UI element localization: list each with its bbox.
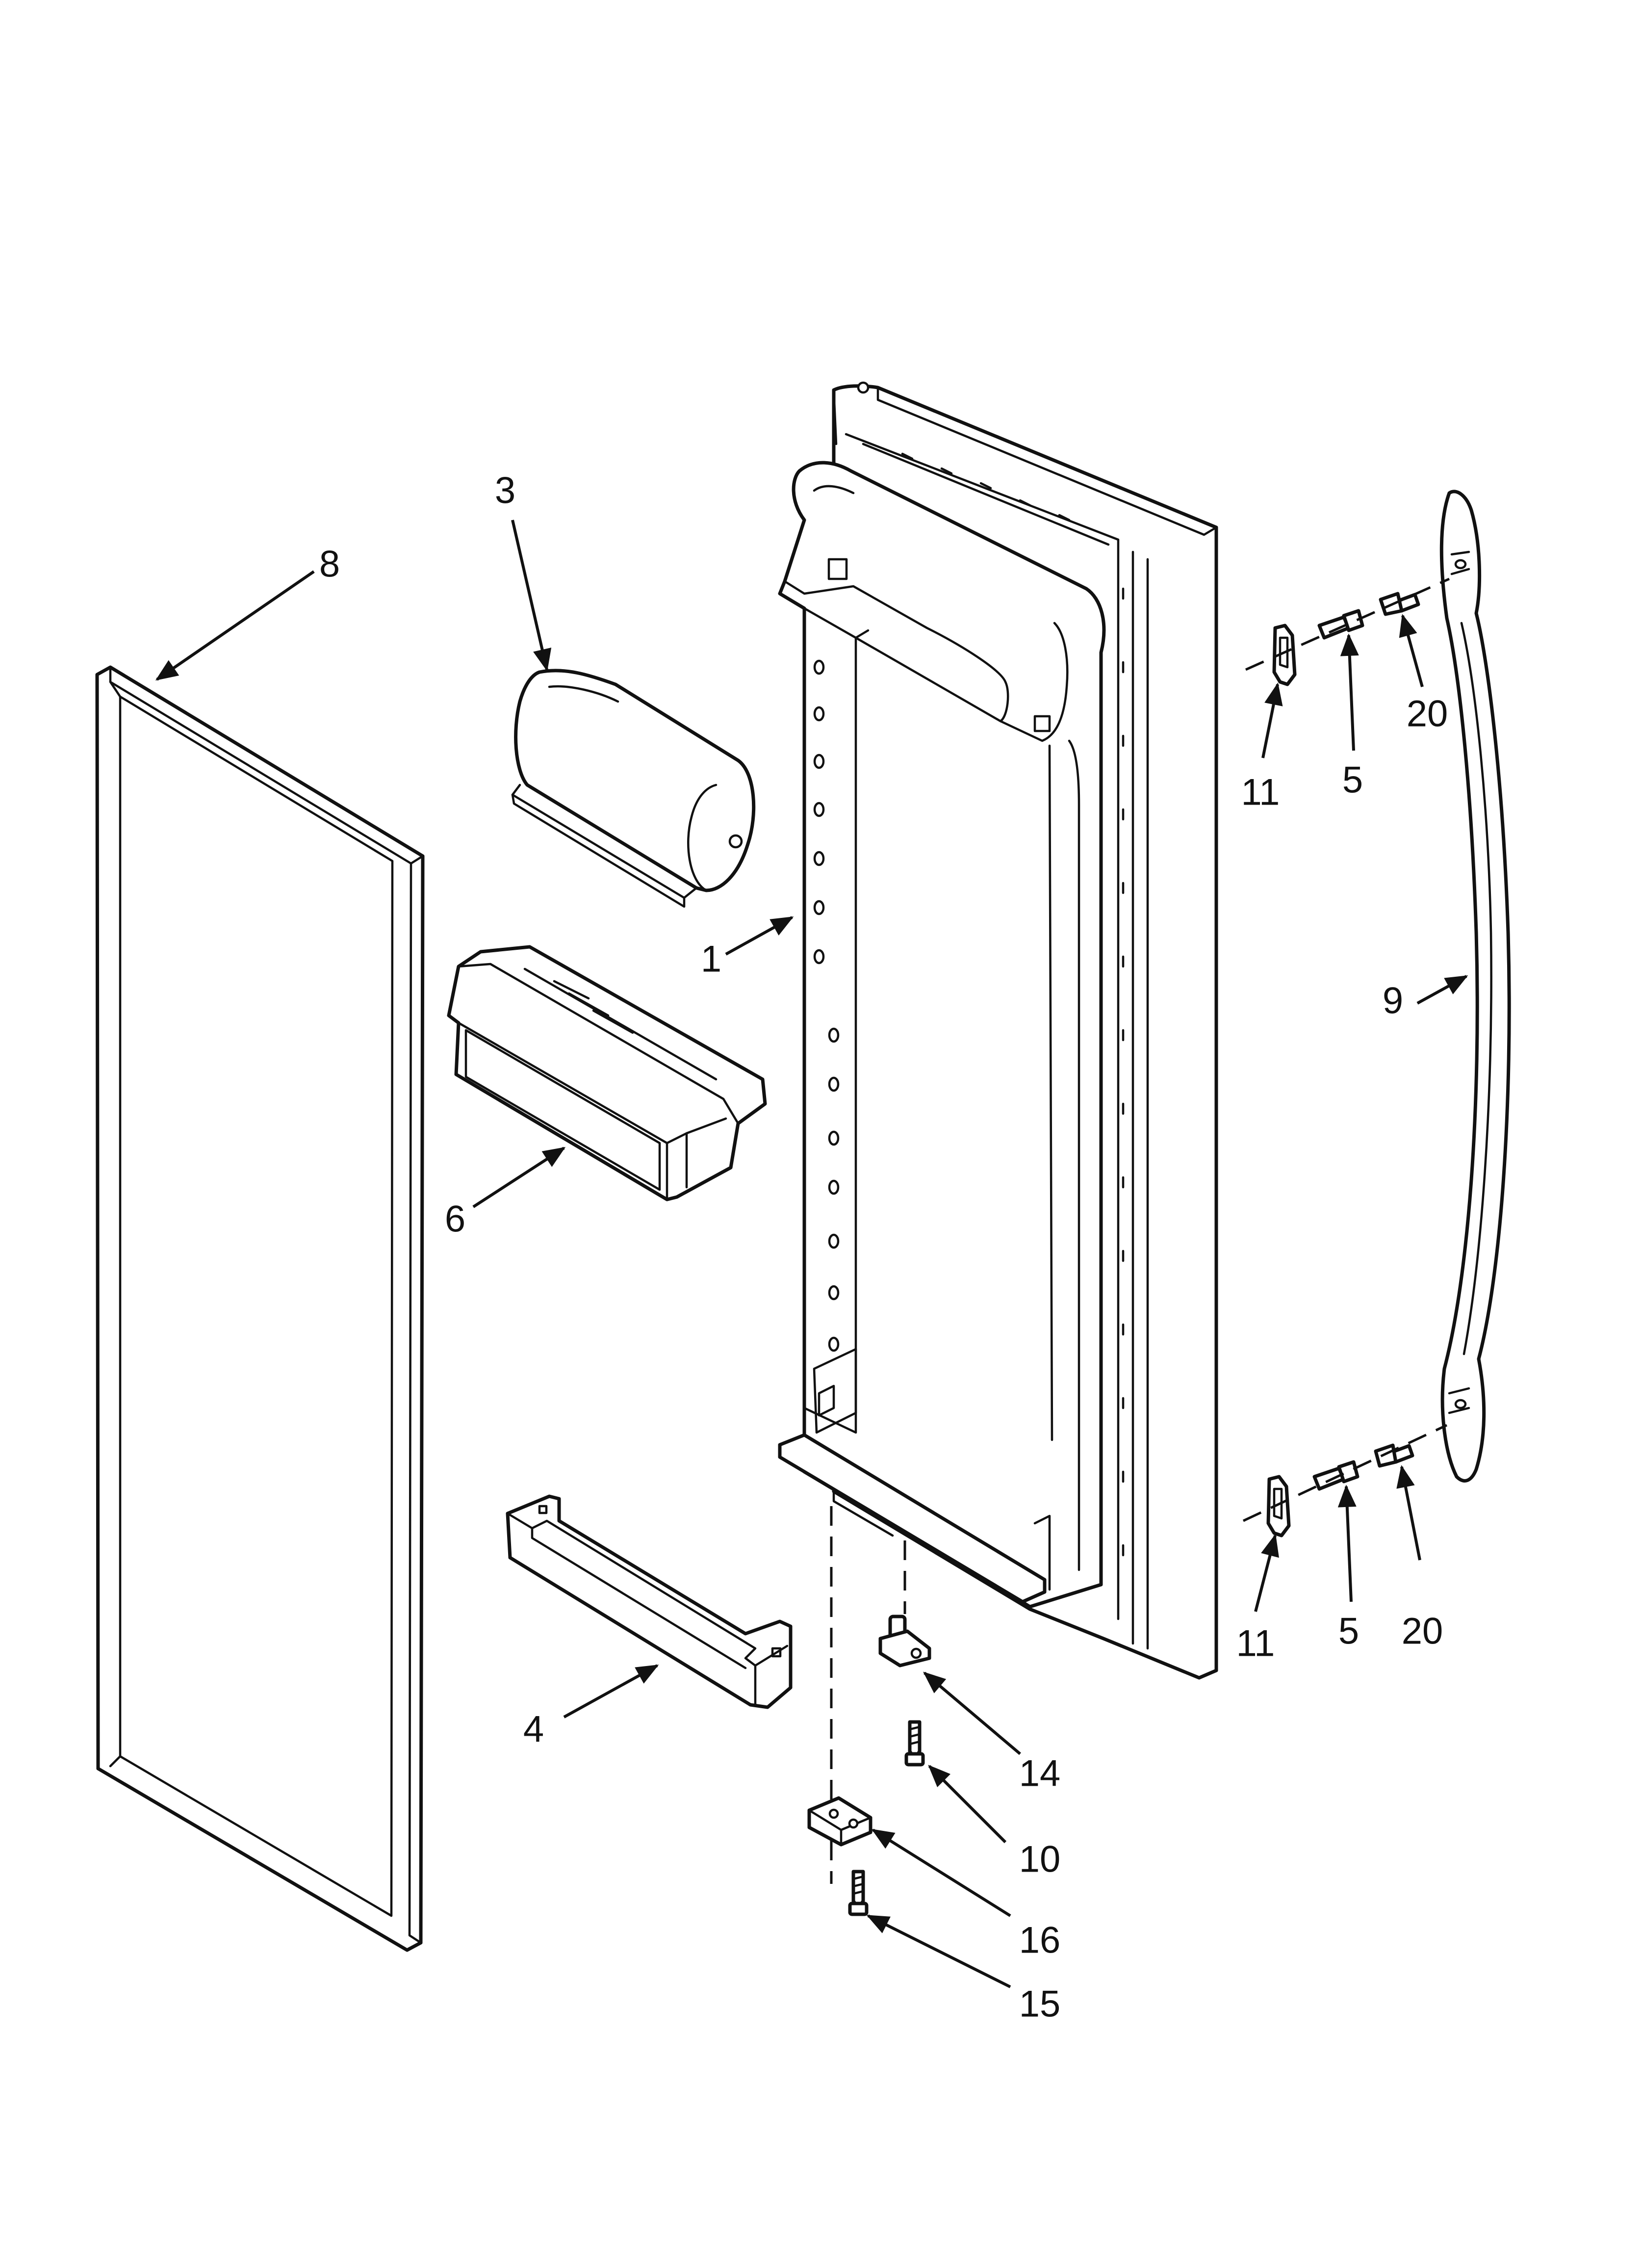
leader-15 [866,1914,1011,1988]
leader-9 [1416,975,1468,1005]
upper-hardware-alignment-line [1245,577,1450,671]
lower-hardware-alignment-line [1242,1424,1448,1522]
callout-20-upper: 20 [1407,693,1448,735]
callout-16: 16 [1019,1920,1061,1961]
door-liner [778,381,1218,1680]
callout-5-lower: 5 [1338,1611,1359,1652]
leader-10 [928,1765,1007,1844]
leader-20-upper [1399,614,1424,687]
bottom-hinge-block [807,1796,872,1847]
callout-11-lower: 11 [1236,1623,1275,1665]
leader-3 [511,520,552,672]
leader-20-lower [1396,1465,1421,1561]
leader-6 [472,1147,566,1208]
callout-4: 4 [523,1709,544,1750]
lower-handle-clip [1266,1475,1291,1538]
leader-16 [871,1828,1011,1917]
door-bin [447,945,767,1201]
upper-handle-bolt [1379,592,1420,616]
callout-8: 8 [319,544,340,585]
callout-14: 14 [1019,1753,1061,1795]
leader-11-lower [1254,1534,1279,1612]
hinge-pin [878,1615,931,1668]
bottom-hinge-screw [848,1870,869,1916]
upper-handle-screw [1317,609,1364,640]
callout-10: 10 [1019,1839,1061,1880]
callout-6: 6 [445,1199,465,1240]
door-handle [1439,490,1511,1483]
callout-1: 1 [701,938,721,980]
leader-8 [155,570,315,681]
leader-14 [923,1671,1021,1755]
leader-4 [563,1664,659,1719]
hinge-screw [904,1720,925,1767]
upper-handle-clip [1272,624,1297,686]
callout-11-upper: 11 [1241,772,1280,813]
lower-handle-screw [1312,1460,1360,1491]
leader-5-upper [1340,633,1359,751]
callout-9: 9 [1383,980,1403,1022]
callout-20-lower: 20 [1402,1611,1443,1652]
callout-3: 3 [495,470,515,512]
leader-11-upper [1261,682,1283,758]
dairy-door [511,669,756,908]
leader-5-lower [1337,1485,1357,1602]
callout-5-upper: 5 [1342,759,1363,801]
lower-door-rail [506,1494,793,1709]
callout-15: 15 [1019,1983,1061,2025]
door-gasket [95,665,425,1952]
leader-1 [725,916,794,956]
